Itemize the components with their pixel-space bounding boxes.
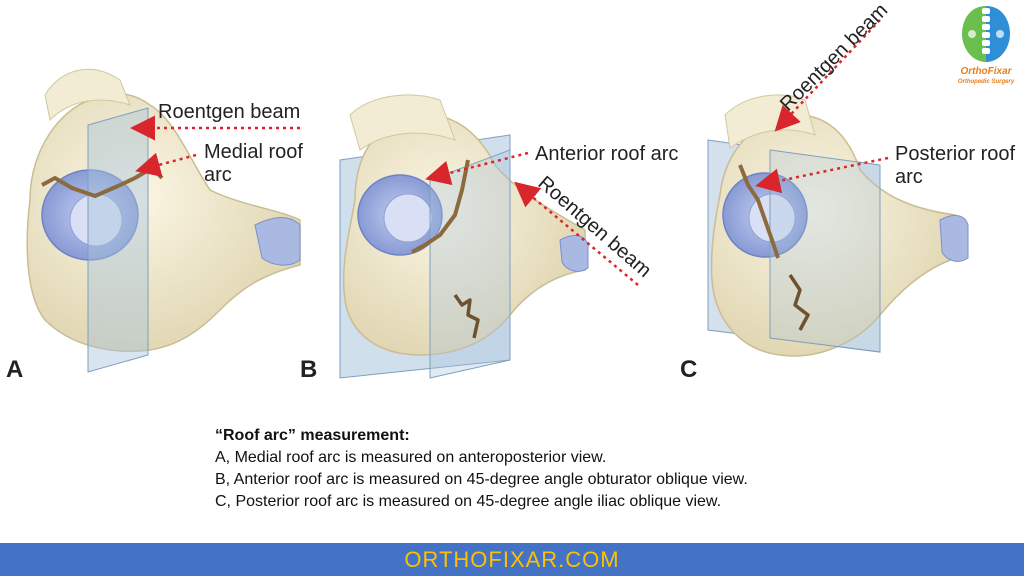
panel-c-letter: C (680, 356, 698, 383)
footer-site-link[interactable]: ORTHOFIXAR.COM (404, 546, 620, 572)
footer-bar: ORTHOFIXAR.COM (0, 543, 1024, 576)
figure-roof-arc: A B C Roentgen beam Medial roof arc Ante… (6, 0, 1016, 383)
illustration (26, 19, 969, 379)
panel-b-plane-front (429, 149, 511, 379)
panel-a-arc-label-line2: arc (204, 164, 232, 186)
panel-b-fracture-lower (453, 293, 480, 339)
panel-a-arc-pointer (135, 152, 197, 177)
panel-b-letter: B (300, 356, 318, 383)
panel-b-fracture-arc (411, 159, 470, 254)
panel-a-illustration (26, 68, 301, 373)
panel-b-obturator-ring (559, 234, 589, 272)
orthofixar-logo[interactable]: OrthoFixar Orthopedic Surgery (950, 2, 1022, 94)
caption-line-a: A, Medial roof arc is measured on antero… (215, 449, 607, 466)
panel-c-fracture-lower (788, 274, 810, 331)
caption-heading: “Roof arc” measurement: (215, 427, 410, 444)
panel-c-illustration (707, 19, 969, 357)
panel-b-arc-label: Anterior roof arc (535, 143, 679, 165)
panel-b-illustration (339, 94, 639, 379)
panel-c-fracture-arc (738, 164, 780, 259)
panel-c-arc-pointer (755, 156, 889, 194)
logo-brand-text: OrthoFixar (960, 66, 1012, 77)
panel-a-letter: A (6, 356, 24, 383)
panel-c-arc-label-line2: arc (895, 166, 923, 188)
panel-c-arc-label-line1: Posterior roof (895, 143, 1016, 165)
panel-c-obturator-ring (939, 214, 969, 262)
spine-logo-icon (962, 6, 1010, 62)
panel-a-obturator-ring (254, 217, 301, 266)
panel-a-arc-label-line1: Medial roof (204, 141, 303, 163)
caption-line-b: B, Anterior roof arc is measured on 45-d… (215, 471, 748, 488)
panel-b-upper-ilium (349, 94, 456, 151)
panel-a-upper-ilium (44, 68, 131, 122)
caption-line-c: C, Posterior roof arc is measured on 45-… (215, 493, 722, 510)
logo-subtitle-text: Orthopedic Surgery (957, 79, 1015, 85)
figure-caption: “Roof arc” measurement: A, Medial roof a… (215, 425, 915, 513)
panel-c-plane-front (769, 149, 881, 353)
panel-b-beam-arrow (514, 181, 639, 286)
panel-a-plane (87, 107, 149, 373)
panel-b-arc-pointer (425, 151, 529, 186)
panel-a-beam-label: Roentgen beam (158, 101, 301, 123)
